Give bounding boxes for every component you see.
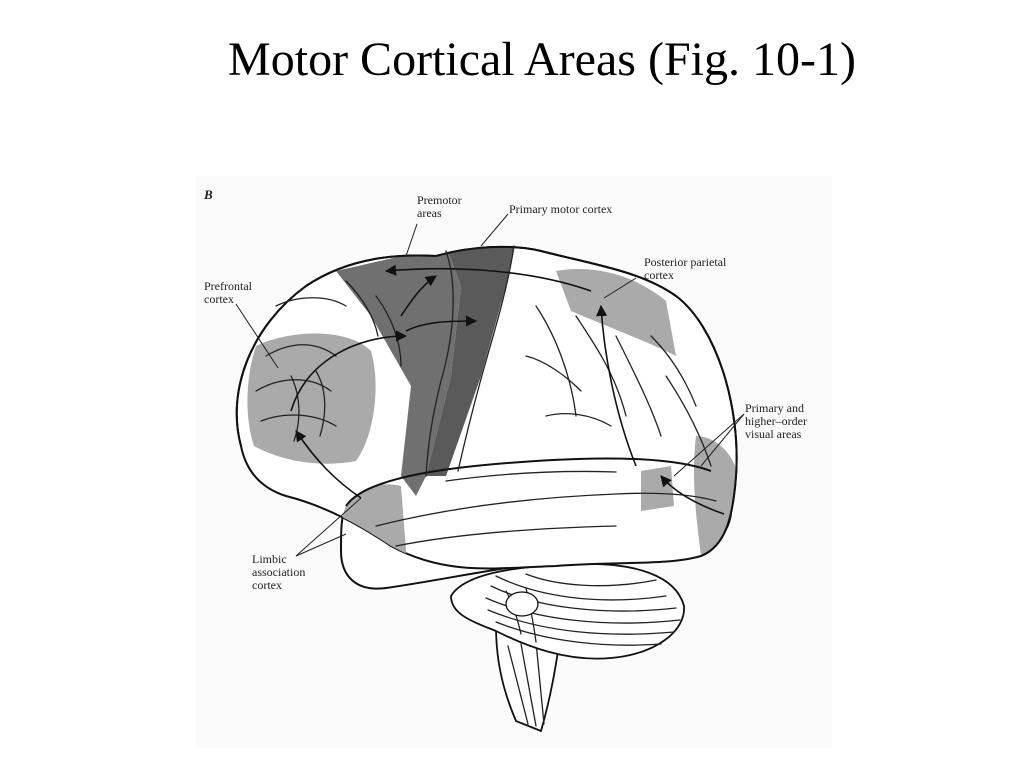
label-posterior-parietal-2: cortex [644,268,674,282]
limbic-leader-2 [295,497,362,557]
label-visual-1: Primary and [745,401,804,415]
label-limbic-2: association [252,565,305,579]
premotor-leader [405,223,418,257]
label-primary-motor: Primary motor cortex [509,202,612,216]
label-visual-3: visual areas [745,427,802,441]
primary-motor-leader [480,213,509,247]
label-premotor-1: Premotor [417,193,462,207]
label-prefrontal-2: cortex [204,292,234,306]
visual-region-secondary [641,466,674,511]
visual-leader-2 [673,413,745,477]
label-prefrontal-1: Prefrontal [204,279,253,293]
label-limbic-1: Limbic [252,552,287,566]
posterior-parietal-region [556,269,676,356]
label-posterior-parietal-1: Posterior parietal [644,255,727,269]
panel-letter: B [203,187,213,202]
label-limbic-3: cortex [252,578,282,592]
primary-motor-region [426,246,516,476]
limbic-leader-1 [295,533,347,557]
sulci [255,245,717,547]
posterior-parietal-leader [603,277,637,299]
brain-figure: B [196,176,832,748]
slide-title: Motor Cortical Areas (Fig. 10-1) [228,33,856,86]
label-premotor-2: areas [417,206,442,220]
visual-leader-1 [700,413,745,467]
prefrontal-region [247,333,376,464]
prefrontal-leader [235,303,279,369]
connection-arrows [290,264,725,515]
label-visual-2: higher–order [745,414,807,428]
brain-diagram: B [203,187,807,733]
cerebellum [450,562,685,660]
